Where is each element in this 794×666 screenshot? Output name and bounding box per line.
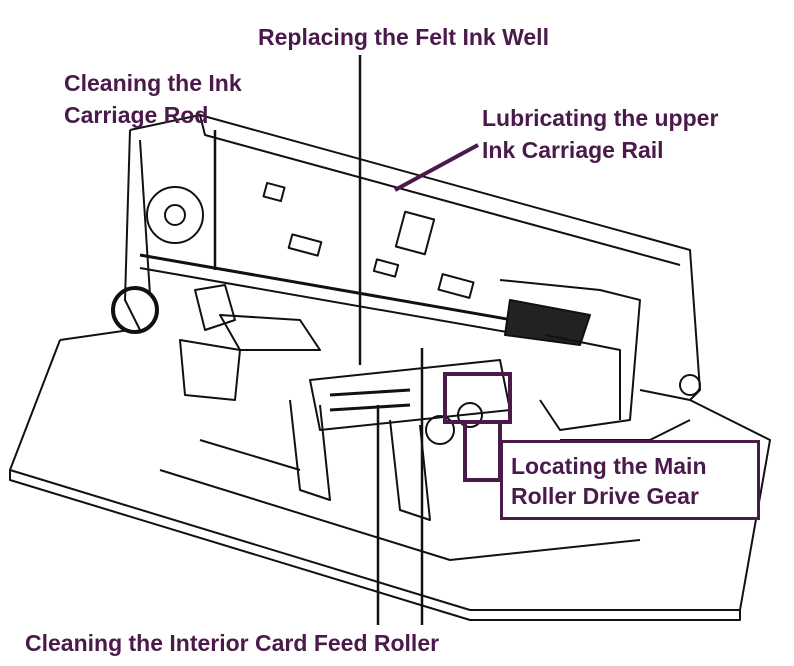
leader-lines [213,55,479,625]
drive-gear-highlight-box [443,372,512,424]
drive-gear-connector-box [463,420,502,482]
felt-ink-well-label: Replacing the Felt Ink Well [258,24,549,50]
drive-gear-label-line1: Locating the Main [511,453,707,479]
upper-rail-leader [394,143,479,192]
drive-gear-label-line2: Roller Drive Gear [511,483,699,509]
upper-rail-label-line1: Lubricating the upper [482,105,719,131]
printer-line-art [9,114,771,621]
drive-gear-callout-box: Locating the Main Roller Drive Gear [500,440,760,520]
upper-rail-label-line2: Ink Carriage Rail [482,137,664,163]
carriage-rod-label-line1: Cleaning the Ink [64,70,242,96]
card-feed-roller-label: Cleaning the Interior Card Feed Roller [25,630,440,656]
carriage-rod-label-line2: Carriage Rod [64,102,209,128]
